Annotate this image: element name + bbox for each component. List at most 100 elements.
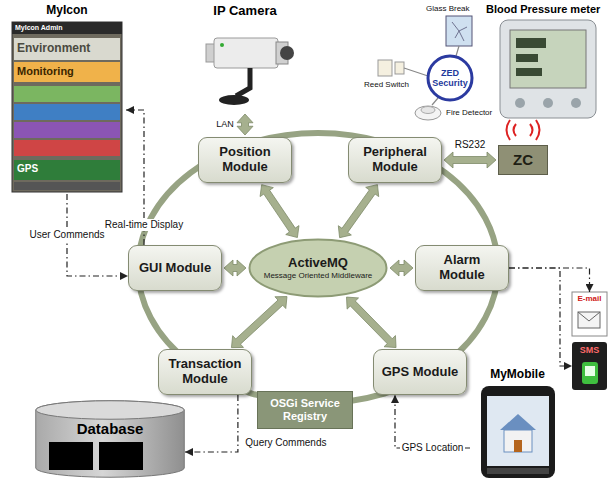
node-label: Position Module xyxy=(204,145,286,175)
meter-picture xyxy=(510,30,586,88)
screen-text: Monitoring xyxy=(17,65,74,78)
screen-picture xyxy=(14,86,120,102)
camera-picture xyxy=(214,38,278,68)
screen-text: GPS xyxy=(17,163,38,175)
message-arrow xyxy=(224,260,246,276)
screen-picture xyxy=(14,38,120,60)
process-box: Position Module xyxy=(198,137,292,183)
record-block xyxy=(99,442,143,470)
edge-label: Query Commends xyxy=(243,437,328,449)
meter-picture xyxy=(500,20,596,118)
phone-picture xyxy=(487,468,549,474)
process-box: Peripheral Module xyxy=(348,137,442,183)
wireless-waves xyxy=(514,124,517,136)
screen-picture xyxy=(14,160,120,180)
node-label: MyMobile xyxy=(490,368,545,382)
email-picture xyxy=(572,292,607,336)
screen-picture xyxy=(14,140,120,156)
process-box: GPS Module xyxy=(373,349,467,395)
node-label: ZC xyxy=(513,151,533,168)
record-block xyxy=(49,442,93,470)
meter-picture xyxy=(515,98,525,108)
middleware-ellipse: ActiveMQMessage Oriented Middleware xyxy=(248,238,388,298)
phone-figure: MyMobile xyxy=(470,368,565,478)
sms-picture xyxy=(572,342,607,390)
sms-picture xyxy=(585,366,595,376)
screen-picture xyxy=(14,62,120,82)
phone-picture xyxy=(500,414,536,430)
sensor-pictures xyxy=(404,68,428,76)
screen-picture xyxy=(14,122,120,138)
meter-picture xyxy=(516,54,538,62)
node-label: GUI Module xyxy=(139,261,211,276)
screen-picture xyxy=(14,182,120,190)
edge-label: User Commends xyxy=(27,229,106,241)
node-label: Peripheral Module xyxy=(354,145,436,175)
node-label: OSGi Service Registry xyxy=(262,397,348,422)
sensor-pictures xyxy=(446,16,472,46)
screen-picture xyxy=(12,22,122,34)
dashed-arrow xyxy=(509,268,590,292)
sensor-pictures xyxy=(432,98,438,105)
message-arrow xyxy=(390,260,413,276)
message-arrow xyxy=(444,152,496,168)
screen-picture xyxy=(12,22,122,192)
wireless-waves xyxy=(536,120,540,140)
camera-picture xyxy=(236,68,250,96)
node-label: Database xyxy=(77,420,144,437)
phone-picture xyxy=(481,386,555,478)
sensor-pictures xyxy=(378,16,472,120)
email-picture xyxy=(578,312,600,328)
meter-picture xyxy=(571,98,581,108)
camera-picture xyxy=(219,95,249,105)
camera-picture xyxy=(280,46,294,60)
message-arrow xyxy=(237,114,253,135)
email-picture xyxy=(572,292,607,336)
node-label: ActiveMQ xyxy=(288,256,348,271)
sms-picture xyxy=(572,342,607,390)
node-label: IP Camera xyxy=(213,4,276,19)
screen-text: Environment xyxy=(17,42,90,56)
sensor-pictures xyxy=(415,106,441,120)
device-label: Blood Pressure meter xyxy=(486,3,600,16)
meter-picture xyxy=(516,38,546,48)
cylinder-top xyxy=(36,401,185,420)
connector-group xyxy=(67,110,590,452)
phone-picture xyxy=(504,430,532,452)
dashed-arrow xyxy=(395,395,470,448)
phone-picture xyxy=(514,440,522,452)
sensor-pictures xyxy=(378,60,392,76)
sensor-pictures xyxy=(395,62,404,74)
node-label: Alarm Module xyxy=(421,253,503,283)
phone-picture xyxy=(481,386,555,478)
edge-label: LAN xyxy=(214,119,236,130)
message-arrow xyxy=(338,185,378,238)
node-sublabel: Message Oriented Middleware xyxy=(264,271,373,280)
cylinder-outline xyxy=(35,400,185,478)
database-cylinder: Database xyxy=(35,400,185,478)
wireless-waves xyxy=(530,124,533,136)
sensor-label: Reed Switch xyxy=(364,80,409,89)
sensor-pictures xyxy=(421,107,435,114)
screen-picture xyxy=(14,104,120,120)
cylinder-body xyxy=(36,401,185,478)
meter-picture xyxy=(500,20,596,118)
sensor-pictures xyxy=(452,22,467,41)
sensor-label: Fire Detector xyxy=(446,108,492,117)
meter-picture xyxy=(543,98,553,108)
message-arrow xyxy=(260,185,299,238)
process-box: Alarm Module xyxy=(415,245,509,291)
phone-picture xyxy=(487,396,549,466)
node-label: Transaction Module xyxy=(164,357,246,387)
wireless-waves xyxy=(507,120,511,140)
screen-picture xyxy=(12,22,122,192)
camera-picture xyxy=(206,38,294,105)
dashed-arrow xyxy=(509,268,572,366)
registry-box: OSGi Service Registry xyxy=(257,391,353,429)
ellipse-outline xyxy=(250,240,387,297)
sensor-hub-label: ZED Security xyxy=(430,68,470,89)
node-label: MyIcon xyxy=(46,4,87,18)
device-box: ZC xyxy=(498,145,548,175)
node-label: GPS Module xyxy=(382,365,459,380)
screen-text: MyIcon Admin xyxy=(15,24,63,32)
